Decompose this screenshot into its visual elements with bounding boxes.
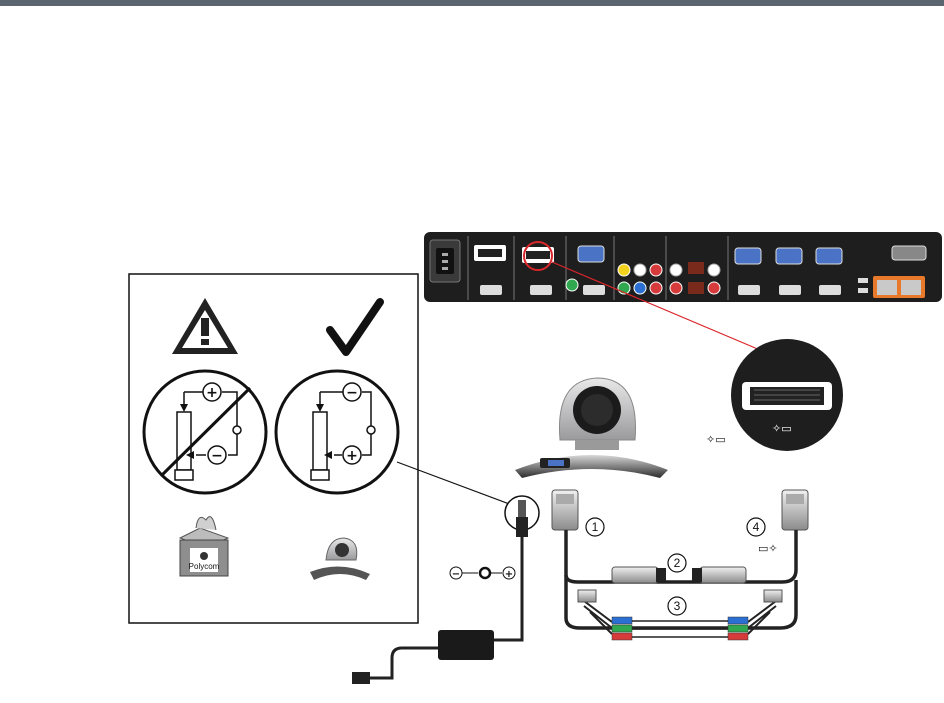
lan-ports (873, 276, 925, 298)
svg-text:✧▭: ✧▭ (772, 422, 792, 435)
dvi-zoom: ✧▭ (731, 339, 843, 451)
polarity-symbol: − + (450, 567, 515, 580)
rear-panel (424, 232, 942, 302)
callout-1: 1 (586, 518, 604, 536)
vga-outputs (735, 248, 842, 264)
camera-input-icon: ✧▭ (706, 433, 726, 446)
svg-text:−: − (346, 385, 358, 401)
svg-text:+: + (206, 385, 218, 401)
serial-port (892, 246, 926, 260)
svg-text:+: + (505, 569, 513, 580)
callout-1-label: 1 (592, 520, 599, 534)
svg-text:+: + (346, 448, 358, 464)
callout-4: 4 (747, 518, 765, 536)
svg-text:−: − (211, 448, 223, 464)
eagleeye-camera (515, 378, 668, 478)
callout-3: 3 (668, 597, 686, 615)
power-inlet (430, 240, 460, 282)
dvi-port-1 (474, 245, 506, 261)
callout-2-label: 2 (674, 556, 681, 570)
callout-3-label: 3 (674, 599, 681, 613)
callout-4-label: 4 (753, 520, 760, 534)
callout-2: 2 (668, 554, 686, 572)
vga-port (578, 246, 604, 262)
svg-text:−: − (452, 569, 460, 580)
camera-output-icon: ▭✧ (758, 542, 778, 555)
brand-label: Polycom (189, 562, 220, 571)
polarity-warning-box: + − − + Polycom (129, 274, 418, 623)
